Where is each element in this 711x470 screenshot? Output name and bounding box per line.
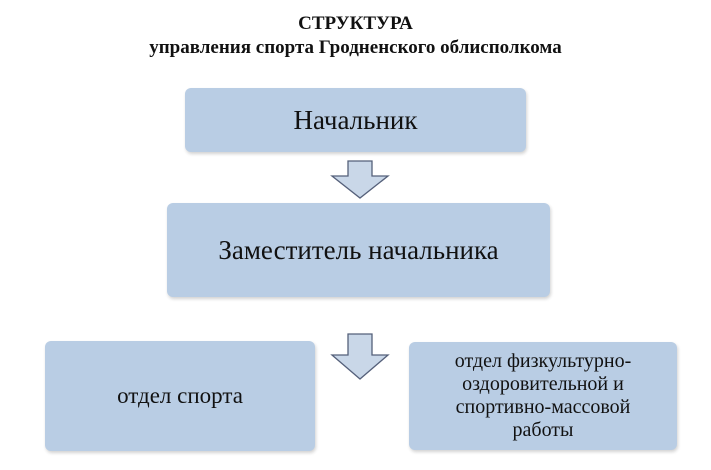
down-arrow-icon [330, 333, 390, 380]
head-box: Начальник [185, 88, 526, 152]
down-arrow-icon [330, 160, 390, 199]
head-label: Начальник [293, 104, 418, 135]
deputy-label: Заместитель начальника [218, 234, 499, 265]
mass-department-line: работы [512, 419, 574, 441]
mass-department-line: отдел физкультурно- [454, 350, 632, 372]
sport-department-box: отдел спорта [45, 341, 315, 451]
mass-department-line: спортивно-массовой [455, 396, 631, 418]
sport-department-label: отдел спорта [117, 383, 243, 408]
deputy-box: Заместитель начальника [167, 203, 550, 297]
diagram-title: СТРУКТУРА [298, 13, 413, 34]
mass-sport-department-box: отдел физкультурно- оздоровительной и сп… [409, 342, 677, 450]
diagram-subtitle: управления спорта Гродненского облисполк… [149, 37, 562, 58]
mass-department-line: оздоровительной и [462, 373, 624, 395]
